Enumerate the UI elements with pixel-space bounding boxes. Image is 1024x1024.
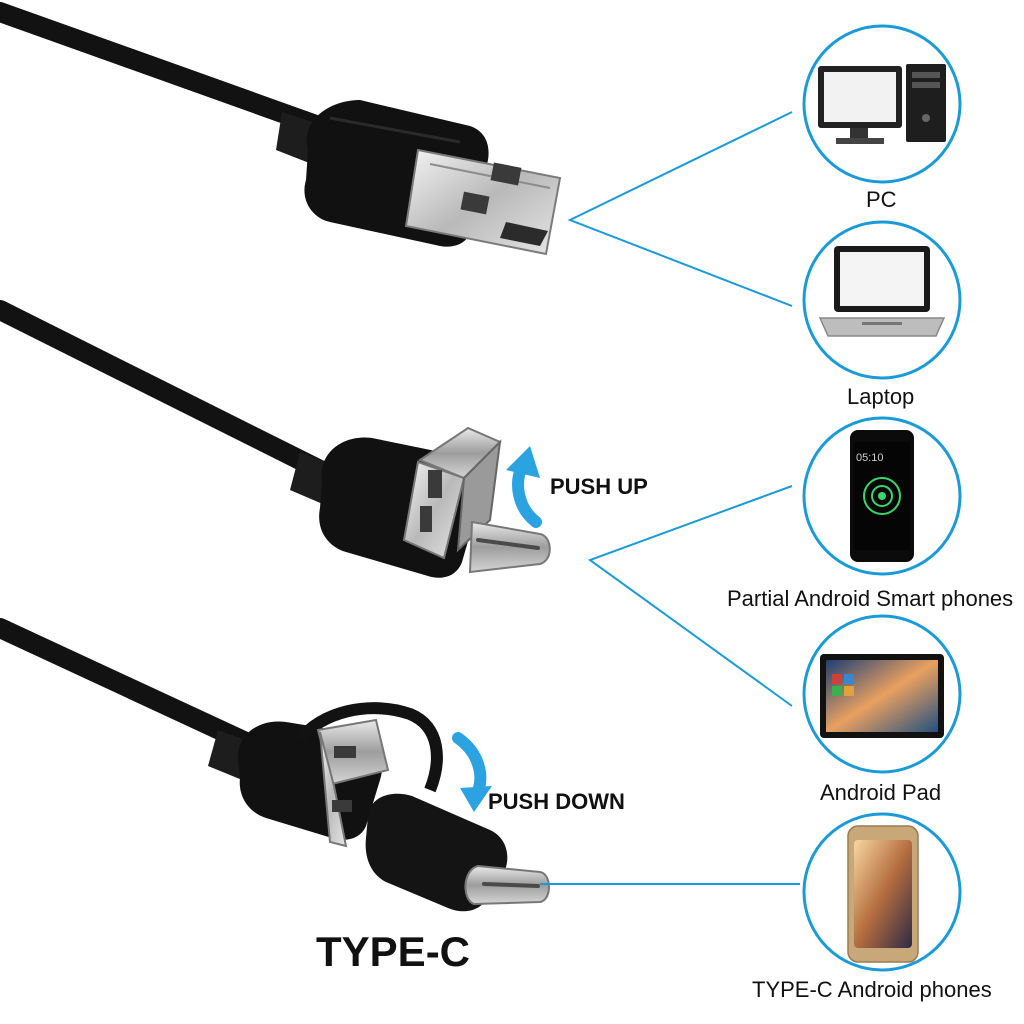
- android-phones-label: Partial Android Smart phones: [727, 586, 1014, 611]
- micro-usb-link-line: [587, 485, 793, 707]
- typec-title: TYPE-C: [316, 928, 471, 975]
- push-up-label: PUSH UP: [550, 474, 648, 499]
- typec-phones-label: TYPE-C Android phones: [752, 977, 992, 1002]
- pc-icon: [802, 24, 962, 184]
- usb-a-cable: [0, 2, 562, 256]
- laptop-icon: [802, 220, 962, 380]
- laptop-label: Laptop: [847, 384, 915, 409]
- typec-phone-icon: [802, 812, 962, 972]
- push-up-arrow-icon: [506, 446, 542, 528]
- push-down-label: PUSH DOWN: [488, 789, 625, 814]
- phone-time: 05:10: [856, 452, 884, 464]
- android-phone-icon: [802, 416, 962, 576]
- micro-usb-typec-cable: [0, 300, 551, 578]
- push-down-arrow-icon: [452, 732, 492, 812]
- usb-a-link-line: [567, 111, 793, 307]
- android-pad-icon: [802, 614, 962, 774]
- android-pad-label: Android Pad: [820, 780, 942, 805]
- typec-adapter-cable: [0, 618, 550, 912]
- connector-lines: [540, 111, 800, 885]
- pc-label: PC: [866, 187, 897, 212]
